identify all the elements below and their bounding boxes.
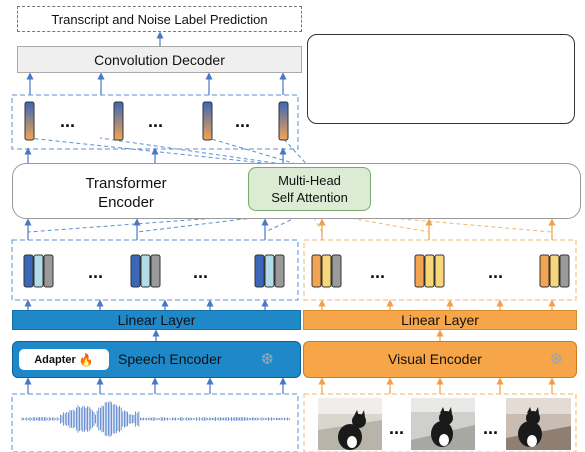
ellipsis: ... xyxy=(389,418,404,438)
audio-token-triple xyxy=(255,255,284,287)
adapter-label: Adapter xyxy=(34,354,76,366)
visual-token-triple xyxy=(540,255,569,287)
audio-waveform xyxy=(22,401,289,437)
video-frame xyxy=(506,398,571,450)
visual-encoder: Visual Encoder ❆ xyxy=(303,341,577,378)
speech-encoder: Adapter 🔥 Speech Encoder ❆ xyxy=(12,341,301,378)
ellipsis: ... xyxy=(488,262,503,282)
arrows-linear-to-visual-features xyxy=(322,303,552,310)
ellipsis: ... xyxy=(88,262,103,282)
audio-token-triple xyxy=(24,255,53,287)
snowflake-icon: ❆ xyxy=(261,350,274,368)
arrows-audio-input xyxy=(28,381,283,394)
ellipsis: ... xyxy=(60,111,75,131)
fused-token xyxy=(203,102,212,140)
fused-token xyxy=(114,102,123,140)
fire-icon: 🔥 xyxy=(79,353,94,367)
arrows-visual-to-transformer xyxy=(322,222,552,240)
ellipsis: ... xyxy=(235,111,250,131)
audio-feature-tokens: ... ... xyxy=(24,255,284,287)
fused-tokens: ... ... ... xyxy=(25,102,288,140)
video-frame xyxy=(411,398,475,450)
video-frame xyxy=(318,398,382,450)
ellipsis: ... xyxy=(370,262,385,282)
arrows-video-input xyxy=(322,381,552,394)
speech-encoder-label: Speech Encoder xyxy=(118,351,222,367)
video-frames: ... ... xyxy=(318,398,571,450)
visual-feature-tokens: ... ... xyxy=(312,255,569,287)
audio-token-triple xyxy=(131,255,160,287)
ellipsis: ... xyxy=(148,111,163,131)
ellipsis: ... xyxy=(483,418,498,438)
adapter-module: Adapter 🔥 xyxy=(19,349,109,370)
visual-encoder-label: Visual Encoder xyxy=(388,351,482,367)
output-label: Transcript and Noise Label Prediction xyxy=(17,6,302,32)
audio-linear-layer: Linear Layer xyxy=(12,310,301,330)
visual-linear-layer: Linear Layer xyxy=(303,310,577,330)
arrows-linear-to-audio-features xyxy=(28,303,265,310)
audio-input-group xyxy=(12,394,298,452)
convolution-decoder: Convolution Decoder xyxy=(17,46,302,73)
fused-token xyxy=(25,102,34,140)
snowflake-icon: ❆ xyxy=(550,350,563,368)
visual-token-triple xyxy=(312,255,341,287)
fused-token xyxy=(279,102,288,140)
ellipsis: ... xyxy=(193,262,208,282)
legend-box xyxy=(307,34,575,124)
visual-token-triple xyxy=(415,255,444,287)
transformer-encoder-label: Transformer Encoder xyxy=(71,174,181,212)
multi-head-self-attention: Multi-Head Self Attention xyxy=(248,167,371,211)
arrows-fused-to-decoder xyxy=(30,76,283,95)
